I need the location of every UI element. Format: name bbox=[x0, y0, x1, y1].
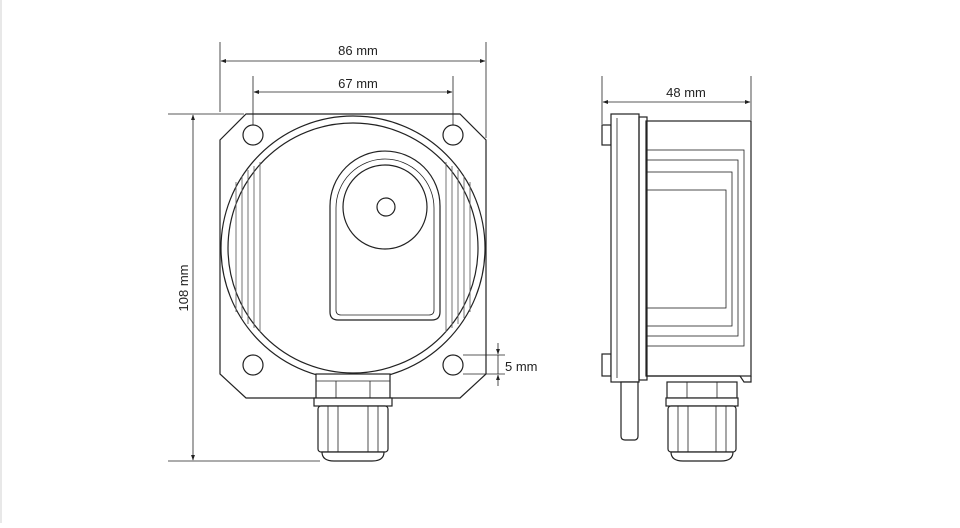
dimension-label-5mm: 5 mm bbox=[505, 359, 538, 374]
side-body-seal bbox=[638, 116, 648, 381]
side-mounting-tab bbox=[620, 381, 639, 441]
dimension-label-86mm: 86 mm bbox=[338, 43, 378, 58]
sensor-window-inner bbox=[335, 158, 435, 316]
dimension-label-108mm: 108 mm bbox=[176, 265, 191, 312]
side-body-window bbox=[645, 189, 727, 309]
front-view: 86 mm 67 mm 108 mm 5 mm bbox=[168, 42, 538, 462]
cooling-fins-right bbox=[445, 162, 471, 332]
dimension-108mm: 108 mm bbox=[168, 113, 320, 462]
sensor-lens-center bbox=[376, 197, 396, 217]
side-body-outline bbox=[645, 120, 752, 377]
mounting-hole-bottom-left bbox=[242, 354, 264, 376]
dimension-label-67mm: 67 mm bbox=[338, 76, 378, 91]
side-tab-bottom bbox=[601, 353, 612, 377]
side-body-frame-1 bbox=[645, 149, 745, 347]
mounting-hole-top-right bbox=[442, 124, 464, 146]
dimension-67mm: 67 mm bbox=[252, 76, 454, 125]
dimension-48mm: 48 mm bbox=[601, 76, 752, 124]
side-body-frame-2 bbox=[645, 159, 739, 337]
side-front-plate bbox=[610, 113, 640, 383]
dimension-86mm: 86 mm bbox=[219, 42, 487, 138]
front-cover-inner-ring bbox=[227, 122, 479, 374]
dimension-5mm: 5 mm bbox=[463, 343, 538, 386]
mounting-hole-bottom-right bbox=[442, 354, 464, 376]
mounting-hole-top-left bbox=[242, 124, 264, 146]
side-tab-top bbox=[601, 124, 612, 146]
cable-gland-front bbox=[313, 373, 393, 462]
side-body-ledge bbox=[646, 375, 752, 383]
sensor-window-outer bbox=[329, 150, 441, 321]
cable-gland-side bbox=[665, 381, 739, 462]
cooling-fins-left bbox=[235, 162, 261, 332]
side-view: 48 mm bbox=[601, 76, 752, 462]
side-body-frame-3 bbox=[645, 171, 733, 327]
front-cover-outer-ring bbox=[220, 115, 486, 381]
front-housing-outline bbox=[219, 113, 487, 399]
dimension-label-48mm: 48 mm bbox=[666, 85, 706, 100]
sensor-lens bbox=[342, 164, 428, 250]
